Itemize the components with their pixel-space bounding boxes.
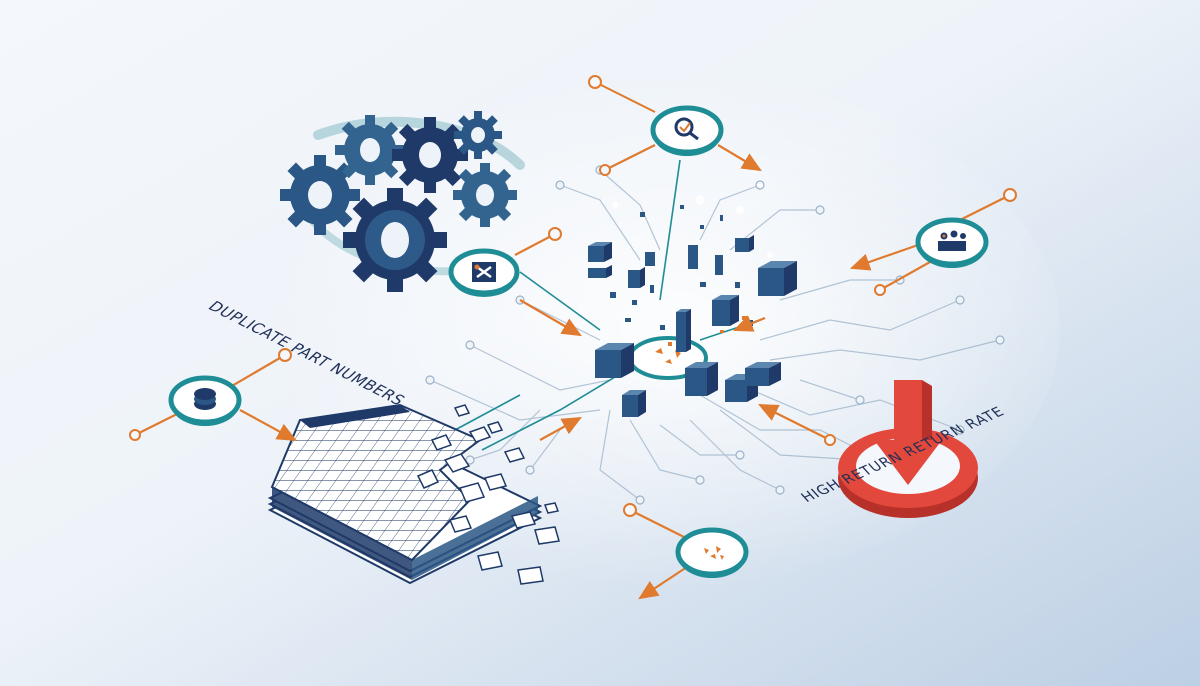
return-down-arrow-icon: [838, 380, 978, 518]
orange-arrows: [134, 81, 1011, 600]
flying-tiles: [416, 404, 560, 585]
orange-nodes: [129, 75, 1017, 517]
circuit-lines: [429, 169, 1001, 501]
team-icon: [915, 217, 989, 268]
tools-icon: [448, 248, 520, 297]
scatter-icon: [675, 527, 749, 578]
spreadsheet-stack: [267, 403, 543, 585]
search-icon: [650, 105, 724, 156]
coins-icon: [168, 375, 242, 426]
